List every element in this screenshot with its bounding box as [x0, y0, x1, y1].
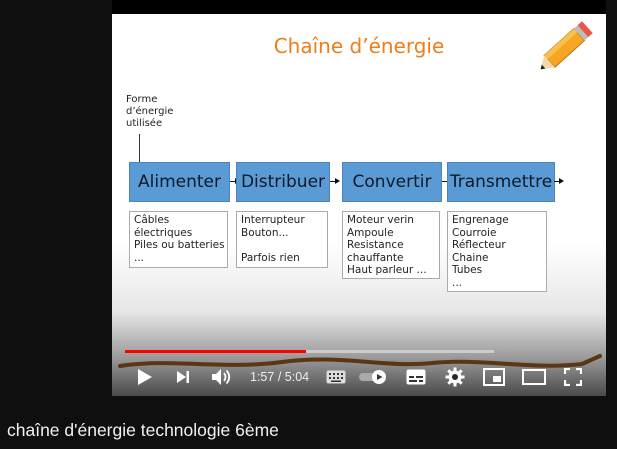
captions-button[interactable] — [404, 364, 428, 390]
block-convertir: Convertir — [342, 162, 442, 202]
fullscreen-icon — [564, 368, 582, 386]
list-transmettre: Engrenage Courroie Réflecteur Chaine Tub… — [447, 211, 547, 292]
forme-arrow — [136, 134, 142, 168]
list-item: Resistance — [347, 239, 404, 252]
next-icon — [177, 371, 189, 383]
arrow — [554, 178, 564, 184]
theater-button[interactable] — [521, 364, 547, 390]
fullscreen-button[interactable] — [562, 364, 584, 390]
forme-energie-label: Forme d’énergie utilisée — [126, 94, 173, 130]
list-item: Parfois rien — [241, 251, 300, 264]
volume-icon — [212, 369, 231, 385]
captions-icon — [406, 369, 426, 385]
block-alimenter: Alimenter — [129, 162, 230, 202]
time-display: 1:57 / 5:04 — [250, 370, 309, 384]
player-controls: 1:57 / 5:04 — [112, 364, 606, 392]
time-separator: / — [274, 370, 285, 384]
list-item — [241, 239, 323, 252]
list-item: Tubes — [452, 264, 483, 277]
time-current: 1:57 — [250, 370, 275, 384]
list-item: Interrupteur — [241, 214, 305, 226]
block-distribuer: Distribuer — [236, 162, 330, 202]
list-item: chauffante — [347, 251, 404, 264]
video-player[interactable]: Chaîne d’énergie Forme d’énergie utilisé… — [112, 0, 606, 396]
time-total: 5:04 — [284, 370, 310, 384]
pencil-icon — [540, 21, 593, 70]
autoplay-toggle-icon — [359, 370, 386, 384]
list-item: Moteur verin — [347, 214, 414, 226]
autoplay-toggle[interactable] — [358, 364, 390, 390]
progress-played — [125, 350, 306, 353]
miniplayer-icon — [483, 368, 505, 386]
list-item: Ampoule — [347, 226, 394, 239]
subtitles-icon — [326, 370, 346, 384]
slide-title: Chaîne d’énergie — [273, 34, 445, 58]
list-item: Réflecteur — [452, 239, 506, 252]
list-item: Engrenage — [452, 214, 509, 226]
video-title[interactable]: chaîne d'énergie technologie 6ème — [7, 420, 279, 440]
list-item: ... — [452, 276, 463, 289]
list-item: Courroie — [452, 226, 497, 239]
forme-line: d’énergie — [126, 106, 174, 117]
subtitles-button[interactable] — [325, 364, 347, 390]
settings-button[interactable] — [443, 364, 467, 390]
play-button[interactable] — [134, 364, 156, 390]
list-convertir: Moteur verin Ampoule Resistance chauffan… — [342, 211, 440, 279]
list-item: ... — [134, 251, 145, 264]
volume-button[interactable] — [210, 364, 234, 390]
list-item: Bouton... — [241, 226, 289, 239]
list-distribuer: Interrupteur Bouton... Parfois rien — [236, 211, 328, 268]
arrow — [330, 178, 340, 184]
list-alimenter: Câbles électriques Piles ou batteries ..… — [129, 211, 228, 268]
forme-line: Forme — [126, 94, 158, 105]
next-button[interactable] — [172, 364, 194, 390]
list-item: Haut parleur ... — [347, 264, 427, 277]
progress-track[interactable] — [125, 350, 494, 353]
list-item: Câbles — [134, 214, 170, 226]
list-item: Chaine — [452, 251, 489, 264]
theater-icon — [522, 369, 546, 385]
block-transmettre: Transmettre — [447, 162, 555, 202]
list-item: électriques — [134, 226, 193, 239]
scribble-annotation — [118, 354, 602, 368]
play-icon — [138, 369, 152, 385]
forme-line: utilisée — [126, 118, 163, 129]
miniplayer-button[interactable] — [482, 364, 506, 390]
slide: Chaîne d’énergie Forme d’énergie utilisé… — [112, 14, 606, 396]
settings-icon — [445, 367, 465, 387]
list-item: Piles ou batteries — [134, 239, 225, 252]
